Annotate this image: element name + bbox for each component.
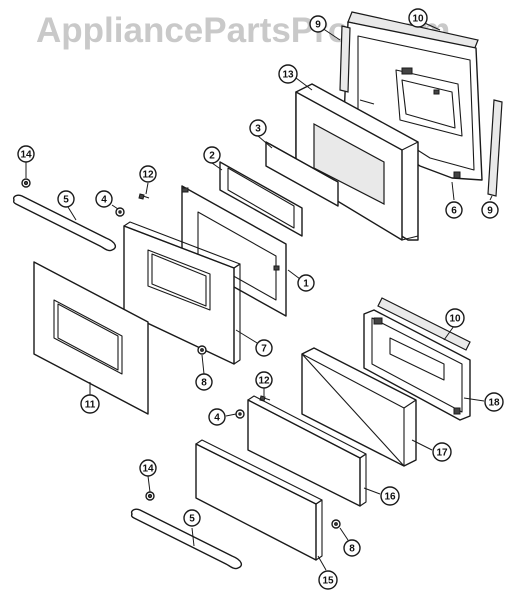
callout-6-label: 6 (451, 206, 457, 217)
part-14-handle-cap-upper (21, 178, 31, 188)
callout-16: 16 (380, 486, 400, 506)
part-16-drawer-inner-panel (247, 395, 367, 507)
callout-11: 11 (80, 394, 100, 414)
part-5-handle-upper (12, 194, 117, 252)
callout-12-lower: 12 (255, 371, 273, 389)
callout-10-lower: 10 (445, 308, 465, 328)
callout-10-upper: 10 (408, 8, 428, 28)
part-8-bumper-lower (331, 519, 341, 529)
callout-12-lower-label: 12 (258, 376, 270, 387)
part-5-handle-lower (130, 508, 243, 570)
part-3-inner-glass (265, 141, 339, 207)
callout-9-right-label: 9 (487, 206, 493, 217)
callout-14-upper-label: 14 (20, 150, 32, 161)
callout-13-label: 13 (282, 70, 294, 81)
callout-17: 17 (432, 442, 452, 462)
callout-14-lower: 14 (139, 459, 157, 477)
callout-9-right: 9 (481, 201, 499, 219)
callout-4-lower-label: 4 (214, 413, 220, 424)
part-13-insulation (295, 83, 419, 241)
callout-1-label: 1 (303, 279, 309, 290)
callout-9-top-label: 9 (315, 20, 321, 31)
callout-3: 3 (249, 119, 267, 137)
callout-16-label: 16 (384, 492, 396, 503)
callout-3-label: 3 (255, 124, 261, 135)
callout-15: 15 (318, 570, 338, 590)
part-11-outer-glass (33, 261, 149, 415)
callout-10-upper-label: 10 (412, 14, 424, 25)
part-2-window-frame (219, 161, 303, 237)
callout-18-label: 18 (488, 398, 500, 409)
callout-14-upper: 14 (17, 145, 35, 163)
callout-2-label: 2 (209, 151, 215, 162)
callout-12-upper-label: 12 (142, 170, 154, 181)
part-6-inner-door-liner (343, 21, 483, 181)
part-14-handle-cap-lower (145, 491, 155, 501)
callout-13: 13 (278, 64, 298, 84)
callout-15-label: 15 (322, 576, 334, 587)
callout-5-lower-label: 5 (189, 514, 195, 525)
part-8-bumper-upper (197, 345, 207, 355)
part-18-drawer-liner (363, 309, 471, 421)
part-12-screw-upper (138, 193, 150, 200)
callout-18: 18 (484, 392, 504, 412)
part-7-outer-door-panel (123, 221, 241, 365)
callout-4-upper-label: 4 (101, 195, 107, 206)
part-9-left-seal (339, 25, 351, 93)
callout-4-upper: 4 (95, 190, 113, 208)
callout-7-label: 7 (261, 344, 267, 355)
part-15-drawer-front (195, 439, 323, 561)
callout-1: 1 (297, 274, 315, 292)
callout-8-lower: 8 (343, 539, 361, 557)
callout-6: 6 (445, 201, 463, 219)
callout-8-lower-label: 8 (349, 544, 355, 555)
callout-5-upper-label: 5 (63, 195, 69, 206)
callout-5-upper: 5 (57, 190, 75, 208)
callout-4-lower: 4 (208, 408, 226, 426)
part-1-heat-shield (181, 185, 287, 317)
callout-17-label: 17 (436, 448, 448, 459)
callout-10-lower-label: 10 (449, 314, 461, 325)
part-4-stop-upper (115, 207, 125, 217)
part-4-stop-lower (235, 409, 245, 419)
callout-7: 7 (255, 339, 273, 357)
part-17-drawer-insulation (301, 347, 417, 467)
callout-12-upper: 12 (139, 165, 157, 183)
callout-5-lower: 5 (183, 509, 201, 527)
part-10-lower-seal (377, 297, 471, 351)
callout-9-top: 9 (309, 15, 327, 33)
callout-2: 2 (203, 146, 221, 164)
callout-8-upper-label: 8 (201, 378, 207, 389)
part-9-right-seal (487, 99, 503, 197)
callout-14-lower-label: 14 (142, 464, 154, 475)
callout-8-upper: 8 (195, 373, 213, 391)
callout-11-label: 11 (85, 400, 96, 411)
